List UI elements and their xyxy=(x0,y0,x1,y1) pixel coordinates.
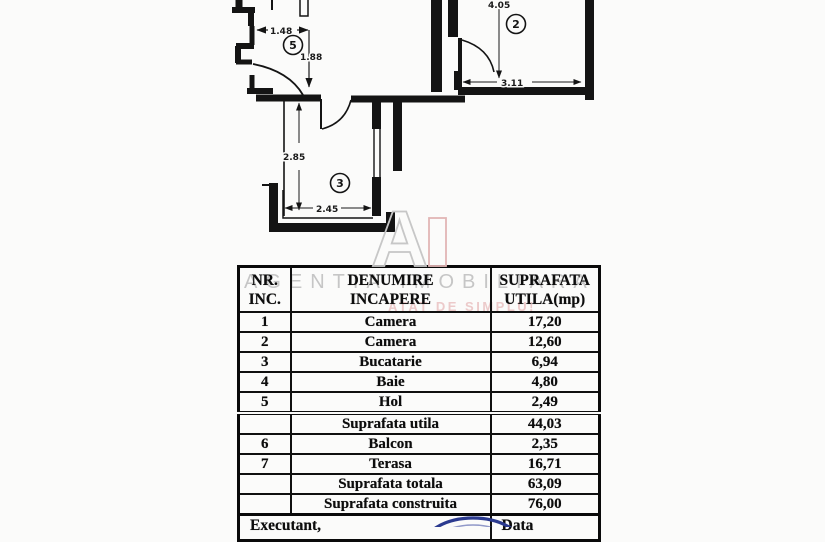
summary-label-cell: Suprafata totala xyxy=(289,473,492,495)
room-name-cell: Camera xyxy=(289,331,492,353)
header-nr-inc: NR.INC. xyxy=(237,265,292,313)
room-name-cell: Baie xyxy=(289,371,492,393)
table-row: 5 Hol 2,49 xyxy=(237,391,601,414)
room-number-circles: 5 2 3 xyxy=(282,13,527,194)
room-number-cell: 3 xyxy=(237,351,292,373)
room-name-cell: Bucatarie xyxy=(289,351,492,373)
room-number-cell xyxy=(237,493,292,516)
data-label: Data xyxy=(489,513,601,542)
room-number-cell: 7 xyxy=(237,453,292,475)
table-row: 2 Camera 12,60 xyxy=(237,331,601,353)
area-cell: 17,20 xyxy=(489,311,601,333)
table-row: 4 Baie 4,80 xyxy=(237,371,601,393)
room3-circle xyxy=(329,172,351,194)
area-cell: 16,71 xyxy=(489,453,601,475)
dimensions-group xyxy=(256,9,582,211)
dim-hall-width-label: 1.48 xyxy=(270,27,292,37)
room-name-cell: Hol xyxy=(289,391,492,414)
dim-hall-depth-label: 1.88 xyxy=(300,53,322,63)
table-row: 1 Camera 17,20 xyxy=(237,311,601,333)
room5-label: 5 xyxy=(289,39,297,52)
wall-step xyxy=(262,184,272,197)
scanned-floorplan-page: { "page": { "background": "#fbfbfa", "in… xyxy=(232,0,601,542)
room-name-cell: Balcon xyxy=(289,433,492,455)
door-arc-room3 xyxy=(321,99,352,130)
table-row-suprafata-utila: Suprafata utila 44,03 xyxy=(237,411,601,435)
dim-room2-height-label: 4.05 xyxy=(488,1,510,11)
door-arc-hall xyxy=(252,63,304,96)
table-row: 6 Balcon 2,35 xyxy=(237,433,601,455)
table-row: 7 Terasa 16,71 xyxy=(237,453,601,475)
room-number-cell: 4 xyxy=(237,371,292,393)
room3-label: 3 xyxy=(336,177,344,190)
area-cell: 2,49 xyxy=(489,391,601,414)
table-row-suprafata-construita: Suprafata construita 76,00 xyxy=(237,493,601,516)
walls-group xyxy=(232,0,594,232)
table-row-suprafata-totala: Suprafata totala 63,09 xyxy=(237,473,601,495)
room-number-cell: 6 xyxy=(237,433,292,455)
room-number-cell: 2 xyxy=(237,331,292,353)
room2-circle xyxy=(505,13,527,35)
area-cell: 6,94 xyxy=(489,351,601,373)
room5-circle xyxy=(282,34,304,56)
inner-line xyxy=(282,190,373,219)
dim-room3-height-label: 2.85 xyxy=(283,153,305,163)
room-name-cell: Terasa xyxy=(289,453,492,475)
dim-room3-width-label: 2.45 xyxy=(316,205,338,215)
room-number-cell xyxy=(237,411,292,435)
room-name-cell: Camera xyxy=(289,311,492,333)
room-number-cell: 5 xyxy=(237,391,292,414)
door-leaf xyxy=(299,0,309,17)
summary-label-cell: Suprafata utila xyxy=(289,411,492,435)
table-footer-row: Executant, Data xyxy=(237,513,601,542)
area-cell: 4,80 xyxy=(489,371,601,393)
table-row: 3 Bucatarie 6,94 xyxy=(237,351,601,373)
area-cell: 12,60 xyxy=(489,331,601,353)
summary-label-cell: Suprafata construita xyxy=(289,493,492,516)
area-cell: 44,03 xyxy=(489,411,601,435)
area-cell: 2,35 xyxy=(489,433,601,455)
room-number-cell xyxy=(237,473,292,495)
executant-label: Executant, xyxy=(237,513,492,542)
door-arc-room2 xyxy=(461,39,495,73)
dim-room2-width-label: 3.11 xyxy=(501,79,523,89)
room-number-cell: 1 xyxy=(237,311,292,333)
watermark-logo-i-bar xyxy=(428,217,447,267)
area-cell: 76,00 xyxy=(489,493,601,516)
room2-label: 2 xyxy=(512,18,520,31)
area-cell: 63,09 xyxy=(489,473,601,495)
